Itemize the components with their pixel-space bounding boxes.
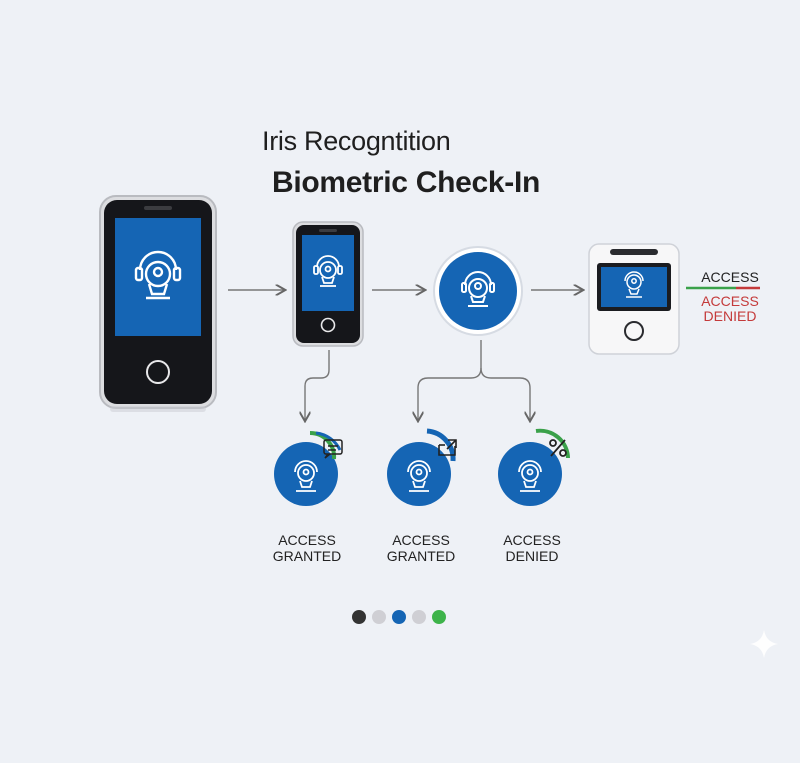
access-denied-label: ACCESS DENIED <box>701 293 759 324</box>
pager-dot[interactable] <box>372 610 386 624</box>
status-lines <box>686 286 760 290</box>
small-phone-screen <box>302 235 354 311</box>
sparkle-icon <box>750 630 778 658</box>
scan-node <box>433 246 523 336</box>
user-head-icon <box>461 271 495 307</box>
large-phone <box>99 195 217 412</box>
progress-ring-green <box>535 428 570 459</box>
user-head-icon <box>407 460 431 492</box>
arrow-branch-3 <box>480 367 530 420</box>
arrow-branch-1 <box>305 350 330 420</box>
home-button <box>146 360 170 384</box>
pager-dot[interactable] <box>432 610 446 624</box>
user-head-icon <box>313 255 343 287</box>
pager-dot[interactable] <box>352 610 366 624</box>
user-head-icon <box>518 460 542 492</box>
title-line-1: Iris Recogntition <box>262 126 451 156</box>
outcome-node-1 <box>274 430 343 506</box>
small-phone <box>292 221 364 347</box>
arrow-branch-2 <box>418 340 482 420</box>
page-title: Biometric Check-In <box>272 166 540 199</box>
user-head-icon <box>624 271 644 298</box>
pager-dot[interactable] <box>392 610 406 624</box>
user-head-icon <box>294 460 318 492</box>
outcome-node-2 <box>387 428 457 506</box>
outcome-node-3 <box>498 428 570 506</box>
terminal-screen <box>601 267 667 307</box>
scan-icon <box>438 439 457 456</box>
percent-icon <box>549 439 567 457</box>
terminal-button <box>624 321 644 341</box>
access-label: ACCESS <box>701 269 759 285</box>
chat-icon <box>323 439 343 459</box>
pager-dot[interactable] <box>412 610 426 624</box>
progress-ring-blue <box>426 428 456 462</box>
home-button <box>320 317 336 333</box>
terminal-device <box>588 243 680 355</box>
user-head-icon <box>134 250 182 300</box>
